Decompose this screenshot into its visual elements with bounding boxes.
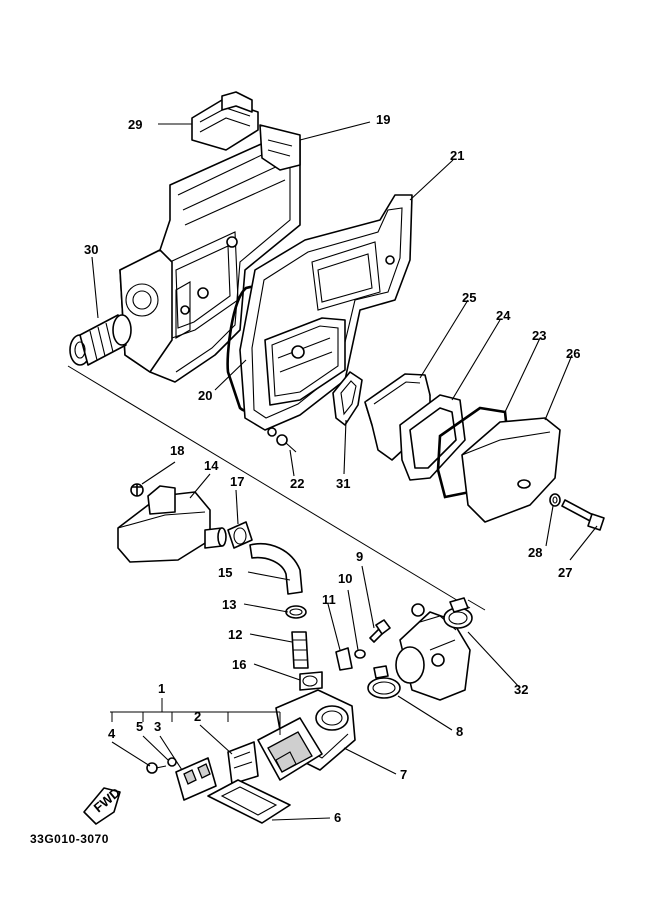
assembly-line-end <box>467 599 486 611</box>
pipe-12 <box>291 631 309 669</box>
callout-26: 26 <box>566 346 580 361</box>
callout-24: 24 <box>496 308 511 323</box>
washer-10 <box>354 649 366 659</box>
element-25 <box>364 373 431 461</box>
callout-29: 29 <box>128 117 142 132</box>
element-guide-24 <box>399 394 466 481</box>
fwd-arrow-icon: FWD <box>83 785 123 825</box>
clamp-8 <box>367 665 401 699</box>
gasket-6 <box>207 779 291 824</box>
screw-22 <box>276 434 297 453</box>
callout-31: 31 <box>336 476 350 491</box>
fitting-11 <box>335 647 353 671</box>
callout-12: 12 <box>228 627 242 642</box>
callout-labels: 29 19 21 30 20 22 31 25 24 23 26 28 27 1… <box>84 112 580 825</box>
callout-6: 6 <box>334 810 341 825</box>
callout-20: 20 <box>198 388 212 403</box>
callout-27: 27 <box>558 565 572 580</box>
callout-16: 16 <box>232 657 246 672</box>
filter-cap-26 <box>461 417 561 523</box>
callout-4: 4 <box>108 726 116 741</box>
stopper-3 <box>175 757 217 801</box>
carburetor <box>395 603 471 701</box>
duct-29 <box>191 91 259 151</box>
intake-joint-30 <box>69 314 132 366</box>
callout-5: 5 <box>136 719 143 734</box>
leader-lines <box>91 121 598 821</box>
washer-28 <box>549 493 561 507</box>
callout-28: 28 <box>528 545 542 560</box>
callout-14: 14 <box>204 458 219 473</box>
clamp-13 <box>285 605 307 619</box>
callout-17: 17 <box>230 474 244 489</box>
screw-9 <box>369 619 391 643</box>
callout-1: 1 <box>158 681 165 696</box>
callout-10: 10 <box>338 571 352 586</box>
reed-valve-assy <box>257 717 323 781</box>
callout-9: 9 <box>356 549 363 564</box>
callout-8: 8 <box>456 724 463 739</box>
callout-13: 13 <box>222 597 236 612</box>
clamp-17 <box>227 521 253 549</box>
callout-15: 15 <box>218 565 232 580</box>
callout-11: 11 <box>322 592 336 607</box>
case-cover-21 <box>239 194 413 437</box>
reed-2 <box>227 741 259 785</box>
callout-18: 18 <box>170 443 184 458</box>
clamp-16 <box>299 671 323 691</box>
callout-32: 32 <box>514 682 528 697</box>
air-filter-case <box>119 124 301 383</box>
callout-25: 25 <box>462 290 476 305</box>
hose-15 <box>249 543 303 595</box>
clamp-32 <box>443 597 473 629</box>
washer-5 <box>167 757 177 767</box>
callout-7: 7 <box>400 767 407 782</box>
breather-box-14 <box>117 485 227 563</box>
callout-22: 22 <box>290 476 304 491</box>
assembly-line <box>67 365 471 609</box>
callout-19: 19 <box>376 112 390 127</box>
reed-leader-lines <box>111 724 233 771</box>
callout-23: 23 <box>532 328 546 343</box>
bolt-27 <box>561 499 605 531</box>
drawing-code: 33G010-3070 <box>30 832 109 846</box>
group-bracket-1 <box>110 698 281 735</box>
callout-30: 30 <box>84 242 98 257</box>
callout-2: 2 <box>194 709 201 724</box>
callout-21: 21 <box>450 148 464 163</box>
callout-3: 3 <box>154 719 161 734</box>
screw-18 <box>130 483 144 497</box>
screw-4 <box>146 762 167 774</box>
